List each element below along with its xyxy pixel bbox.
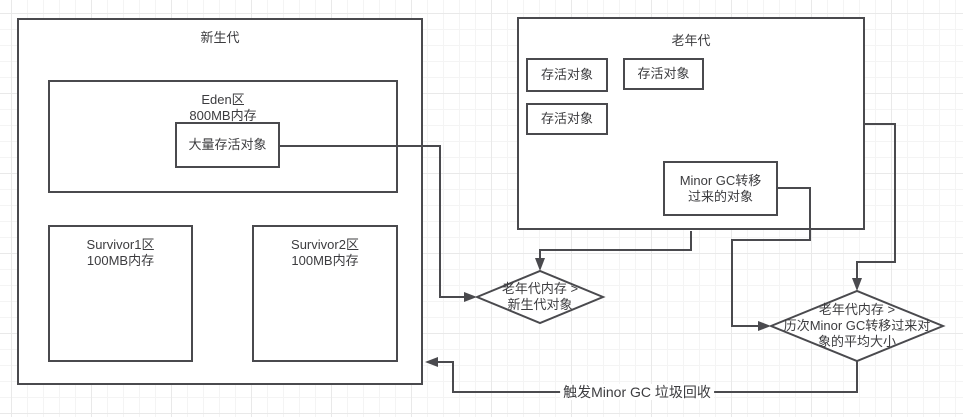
- live-object-label-2: 存活对象: [637, 66, 690, 81]
- decision-old-gt-young-label: 老年代内存 > 新生代对象: [477, 271, 603, 323]
- flow-label-trigger-minor-gc: 触发Minor GC 垃圾回收: [560, 384, 714, 400]
- old-gen-title: 老年代: [671, 33, 711, 48]
- survivor2-label-line1: Survivor2区: [291, 237, 359, 252]
- arrowhead-into-left-decision-left: [464, 292, 477, 302]
- eden-label-line2: 800MB内存: [189, 108, 257, 123]
- survivor1-label-line2: 100MB内存: [86, 253, 155, 268]
- decision-right-line3: 象的平均大小: [817, 334, 896, 349]
- live-object-label-1: 存活对象: [540, 67, 593, 82]
- eden-box[interactable]: Eden区 800MB内存: [48, 80, 398, 193]
- survivor1-label-line1: Survivor1区: [86, 237, 155, 252]
- live-object-box-3[interactable]: 存活对象: [526, 103, 608, 135]
- survivor1-box[interactable]: Survivor1区 100MB内存: [48, 225, 193, 362]
- connector-right-decision-to-younggen[interactable]: [437, 361, 858, 393]
- arrowhead-into-younggen: [425, 357, 438, 367]
- arrowhead-into-left-decision-top: [535, 258, 545, 271]
- minor-gc-moved-line2: 过来的对象: [687, 188, 753, 204]
- arrowhead-into-right-decision-top: [852, 278, 862, 291]
- live-object-box-2[interactable]: 存活对象: [623, 58, 704, 90]
- connector-oldgen-to-right-decision[interactable]: [856, 123, 896, 279]
- minor-gc-moved-line1: Minor GC转移: [679, 172, 762, 188]
- survivor2-label-line2: 100MB内存: [291, 253, 359, 268]
- decision-old-gt-avg-diamond[interactable]: [768, 289, 946, 363]
- eden-label-line1: Eden区: [201, 92, 245, 107]
- survivor2-box[interactable]: Survivor2区 100MB内存: [252, 225, 398, 362]
- young-gen-title: 新生代: [200, 30, 240, 45]
- connector-oldgen-to-left-decision[interactable]: [539, 231, 692, 259]
- decision-right-line2: 历次Minor GC转移过来对: [783, 318, 931, 333]
- minor-gc-moved-box[interactable]: Minor GC转移 过来的对象: [663, 161, 778, 216]
- decision-left-line2: 新生代对象: [507, 297, 573, 312]
- decision-left-line1: 老年代内存 >: [501, 281, 579, 296]
- large-live-objects-box[interactable]: 大量存活对象: [175, 122, 280, 168]
- connector-eden-to-left-decision[interactable]: [280, 145, 465, 298]
- decision-old-gt-avg-label: 老年代内存 > 历次Minor GC转移过来对 象的平均大小: [762, 291, 952, 361]
- large-live-objects-label: 大量存活对象: [188, 137, 267, 152]
- live-object-box-1[interactable]: 存活对象: [526, 58, 608, 92]
- live-object-label-3: 存活对象: [540, 111, 593, 126]
- arrowhead-into-right-decision-left: [758, 321, 771, 331]
- connector-minorgc-to-right-decision[interactable]: [731, 187, 811, 327]
- decision-old-gt-young-diamond[interactable]: [474, 269, 606, 325]
- decision-right-line1: 老年代内存 >: [818, 302, 896, 317]
